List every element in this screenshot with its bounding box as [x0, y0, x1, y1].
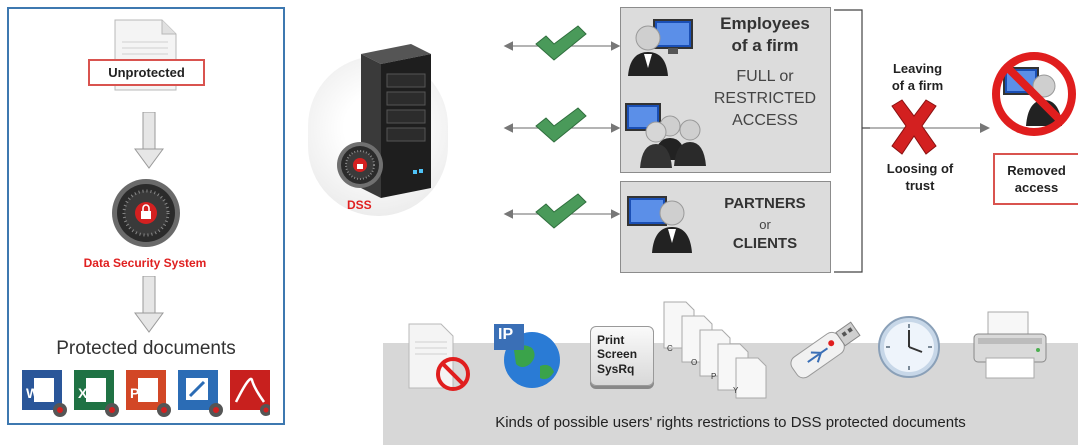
partners-line3: CLIENTS — [732, 235, 798, 252]
partner-computer-icon — [627, 196, 692, 253]
cross-icon — [891, 99, 937, 155]
visio-icon — [178, 370, 223, 417]
access-connectors — [503, 25, 621, 229]
safe-lock-icon — [112, 179, 180, 247]
svg-text:P: P — [130, 385, 139, 401]
powerpoint-icon: P — [126, 370, 171, 417]
dss-lock-badge-icon — [337, 142, 383, 188]
copy-pages-icon — [663, 301, 767, 399]
printer-icon — [973, 311, 1047, 379]
print-screen-line1: Print — [597, 333, 625, 347]
protected-documents-label: Protected documents — [56, 338, 236, 359]
unprotected-label: Unprotected — [88, 59, 205, 86]
svg-text:X: X — [78, 385, 88, 401]
dss-system-label: Data Security System — [83, 256, 207, 270]
check-icon — [535, 193, 587, 229]
ip-globe-icon — [494, 324, 560, 388]
removed-user-icon — [992, 52, 1076, 136]
word-icon: W — [22, 370, 67, 417]
partners-box — [620, 181, 831, 273]
check-icon — [535, 25, 587, 61]
partners-line2: or — [759, 217, 771, 232]
ip-label: IP — [498, 326, 514, 343]
print-screen-key-icon — [590, 326, 654, 386]
removed-access-label: Removed access — [993, 153, 1078, 205]
clock-icon — [878, 316, 940, 378]
employees-title: Employees of a firm — [720, 14, 810, 55]
no-copy-document-icon — [408, 323, 470, 391]
down-arrow-icon — [134, 276, 164, 333]
dss-label: DSS — [347, 198, 372, 212]
page-letter: Y — [733, 386, 739, 395]
page-letter: C — [667, 344, 673, 353]
check-icon — [535, 107, 587, 143]
pdf-icon — [230, 370, 270, 416]
print-screen-line2: Screen — [597, 347, 638, 361]
user-computer-icon — [628, 19, 693, 76]
excel-icon: X — [74, 370, 119, 417]
page-letter: P — [711, 372, 717, 381]
print-screen-line3: SysRq — [597, 362, 635, 376]
losing-text: Loosing of trust — [886, 161, 954, 193]
document-types-row: W X P — [22, 370, 270, 417]
partners-line1: PARTNERS — [724, 195, 806, 212]
users-group-icon — [625, 103, 706, 168]
restrictions-caption: Kinds of possible users' rights restrict… — [495, 414, 966, 431]
revoke-arrow — [870, 99, 990, 155]
page-letter: O — [691, 358, 698, 367]
svg-text:W: W — [26, 385, 40, 401]
usb-drive-icon — [790, 321, 861, 379]
down-arrow-icon — [134, 112, 164, 169]
leaving-text: Leaving of a firm — [891, 61, 944, 93]
access-text: FULL or RESTRICTED ACCESS — [713, 68, 817, 129]
group-bracket — [834, 9, 870, 273]
